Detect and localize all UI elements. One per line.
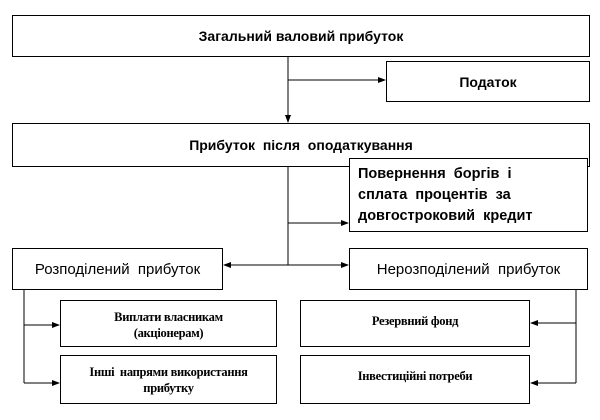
owner-payments-line-1: Виплати власникам [114,310,223,324]
debt-repayment-line-2: сплата процентів за [358,186,511,203]
debt-repayment-line-1: Повернення боргів і [358,165,512,182]
reserve-fund-box: Резервний фонд [300,300,530,347]
profit-after-tax-label: Прибуток після оподаткування [189,137,413,153]
other-uses-line-2: прибутку [143,381,194,395]
other-uses-box: Інші напрями використання прибутку [60,355,277,404]
distributed-profit-box: Розподілений прибуток [12,248,223,290]
debt-repayment-box: Повернення боргів і сплата процентів за … [349,158,588,232]
gross-profit-label: Загальний валовий прибуток [198,28,404,44]
gross-profit-box: Загальний валовий прибуток [12,15,590,57]
owner-payments-box: Виплати власникам (акціонерам) [60,300,277,347]
debt-repayment-line-3: довгостроковий кредит [358,207,533,224]
investment-needs-box: Інвестиційні потреби [300,355,530,404]
retained-profit-box: Нерозподілений прибуток [349,248,588,290]
retained-profit-label: Нерозподілений прибуток [376,260,561,278]
reserve-fund-label: Резервний фонд [371,314,459,328]
tax-label: Податок [459,73,517,90]
other-uses-line-1: Інші напрями використання [89,365,248,379]
owner-payments-line-2: (акціонерам) [133,326,204,340]
distributed-profit-label: Розподілений прибуток [34,260,201,278]
tax-box: Податок [386,61,590,102]
investment-needs-label: Інвестиційні потреби [357,369,473,383]
